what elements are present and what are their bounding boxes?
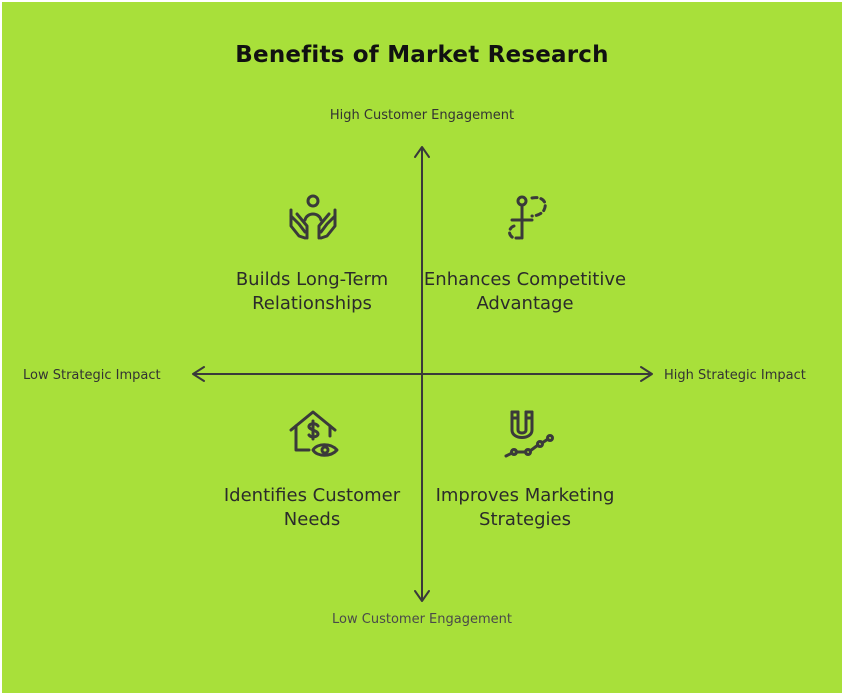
diagram-title: Benefits of Market Research [235, 42, 609, 68]
vertical-axis-arrow-bottom [414, 590, 430, 602]
vertical-axis-arrow-top [414, 146, 430, 158]
vertical-axis-line [420, 147, 424, 601]
quadrant-top-left-label: Builds Long-Term Relationships [235, 269, 389, 314]
quadrant-bottom-left-label: Identifies Customer Needs [223, 485, 401, 530]
y-axis-low-label: Low Customer Engagement [332, 612, 512, 627]
quadrant-top-right-label: Enhances Competitive Advantage [423, 269, 627, 314]
x-axis-high-label: High Strategic Impact [664, 368, 806, 383]
horizontal-axis-arrow-right [640, 366, 653, 382]
horizontal-axis-line [193, 372, 651, 376]
hands-person-icon [285, 190, 341, 246]
quadrant-bottom-right-label: Improves Marketing Strategies [435, 485, 615, 530]
path-flag-icon [500, 190, 556, 246]
x-axis-low-label: Low Strategic Impact [23, 368, 161, 383]
y-axis-high-label: High Customer Engagement [329, 108, 515, 123]
house-dollar-eye-icon [285, 406, 341, 462]
magnet-trend-icon [500, 406, 556, 462]
horizontal-axis-arrow-left [192, 366, 205, 382]
